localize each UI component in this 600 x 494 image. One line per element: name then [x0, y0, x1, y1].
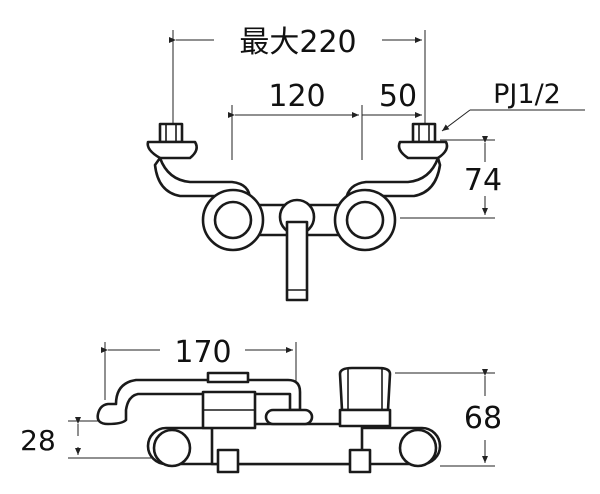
dim-120: 120	[228, 79, 363, 160]
front-view: 170 68 28	[20, 335, 502, 474]
left-valve	[201, 188, 265, 252]
dim-120-text: 120	[268, 79, 325, 114]
dim-28: 28	[20, 417, 160, 459]
dim-50-text: 50	[379, 79, 417, 114]
right-handle	[338, 366, 392, 428]
dim-28-text: 28	[20, 424, 56, 457]
dim-max-220: 最大220	[169, 25, 426, 125]
dim-68: 68	[395, 369, 502, 467]
dim-max-220-text: 最大220	[239, 25, 356, 60]
dim-74: 74	[400, 136, 502, 219]
center-block	[201, 390, 257, 430]
top-spout	[278, 198, 316, 302]
top-view: 最大220 120 50 PJ1/2 74	[146, 25, 585, 302]
dim-170-text: 170	[174, 335, 231, 370]
dim-68-text: 68	[464, 401, 502, 436]
thread-label: PJ1/2	[493, 79, 561, 110]
dim-170: 170	[101, 335, 297, 400]
right-valve	[333, 188, 397, 252]
dim-50: 50	[362, 79, 422, 118]
thread-callout: PJ1/2	[441, 79, 585, 132]
front-lever	[264, 408, 314, 426]
dim-74-text: 74	[464, 163, 502, 198]
front-body	[146, 422, 442, 474]
